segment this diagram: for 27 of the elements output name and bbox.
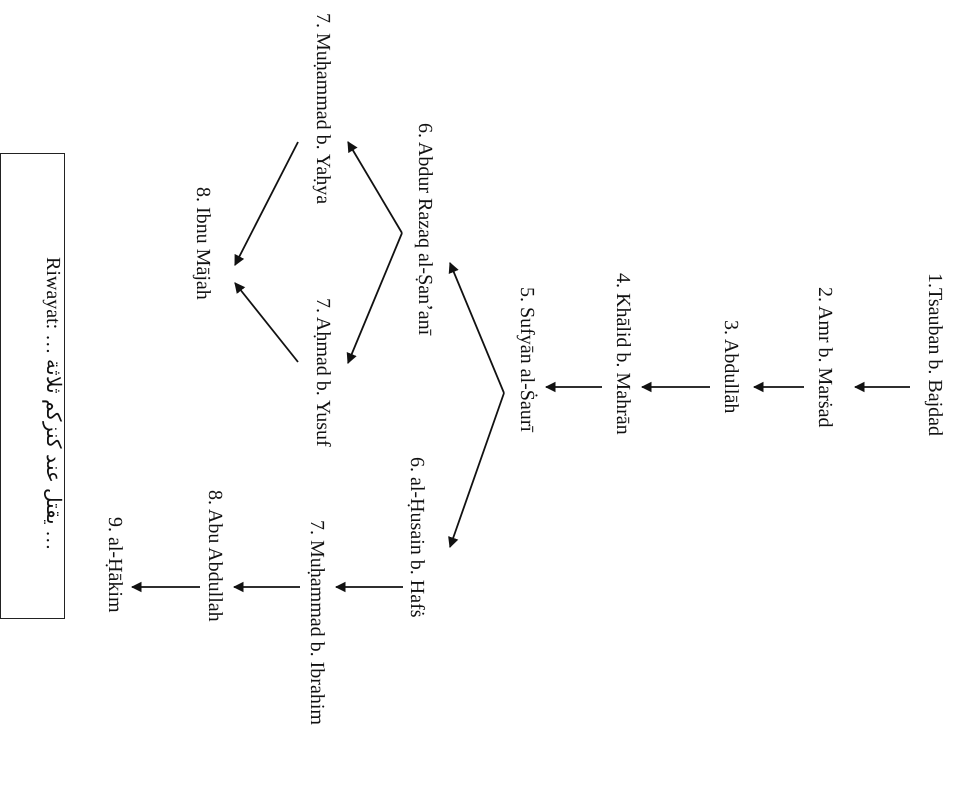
narrator-name: 5. Sufyān al-Ṡaurī xyxy=(516,287,538,432)
arrow xyxy=(346,232,403,364)
narrator-name: 7. Muḥammad b. Ibrahim xyxy=(306,520,328,725)
narrator-name: 6. Abdur Razaq al-Ṣan’anī xyxy=(414,123,436,336)
arrow xyxy=(232,582,300,592)
quote-box: Riwayat: … يقتل عند كنزكم ثلاثة … xyxy=(0,153,65,619)
narrator-name: 3. Abdullāh xyxy=(720,320,742,414)
arrow xyxy=(130,582,200,592)
narrator-name: 2. Amr b. Marṡad xyxy=(814,287,836,428)
narrator-name: 9. al-Ḥākim xyxy=(104,517,126,613)
arrow xyxy=(448,392,505,548)
arrow xyxy=(448,262,505,394)
narrator-name: 7. Aḥmad b. Yusuf xyxy=(312,298,334,447)
narrator-name: 8. Ibnu Mājah xyxy=(192,187,214,300)
narrator-name: 7. Muḥammad b. Yaḥya xyxy=(312,13,334,204)
arrow xyxy=(347,141,403,234)
arrow xyxy=(234,282,299,363)
narrator-name: 6. al-Ḥusain b. Hafṡ xyxy=(406,457,428,618)
narrator-name: 8. Abu Abdullah xyxy=(204,490,226,622)
narrator-name: 1.Tsauban b. Bajdad xyxy=(924,273,946,436)
arrow xyxy=(234,142,299,266)
arrow xyxy=(640,382,710,392)
arrow xyxy=(334,582,403,592)
arrow xyxy=(752,382,804,392)
narrator-name: 4. Khālid b. Mahrān xyxy=(612,273,634,435)
arrow xyxy=(854,382,910,392)
arrow xyxy=(544,382,602,392)
